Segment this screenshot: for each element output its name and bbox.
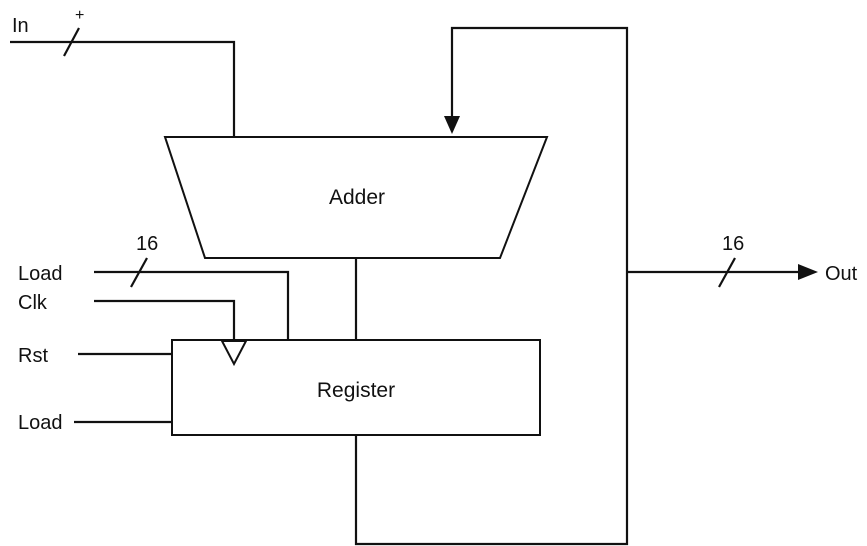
in-label: In [12, 15, 29, 37]
rst-label: Rst [18, 345, 48, 367]
adder-block [163, 136, 549, 259]
feedback-wire [354, 26, 629, 546]
in-wire [10, 40, 236, 137]
out-arrow-icon [798, 264, 818, 280]
load-top-wire [94, 270, 290, 340]
clk-wire [94, 299, 236, 341]
register-label: Register [317, 379, 395, 402]
adder-label: Adder [329, 186, 385, 209]
clk-label: Clk [18, 292, 48, 314]
out-label: Out [825, 263, 858, 285]
load-bottom-label: Load [18, 412, 63, 434]
load-bus-width: 16 [136, 233, 158, 255]
out-bus-slash [718, 257, 736, 288]
in-bus-slash [63, 27, 80, 57]
feedback-arrow-icon [444, 116, 460, 134]
out-bus-width: 16 [722, 233, 744, 255]
load-top-label: Load [18, 263, 63, 285]
in-marker: + [75, 7, 84, 24]
load-bus-slash [130, 257, 148, 288]
